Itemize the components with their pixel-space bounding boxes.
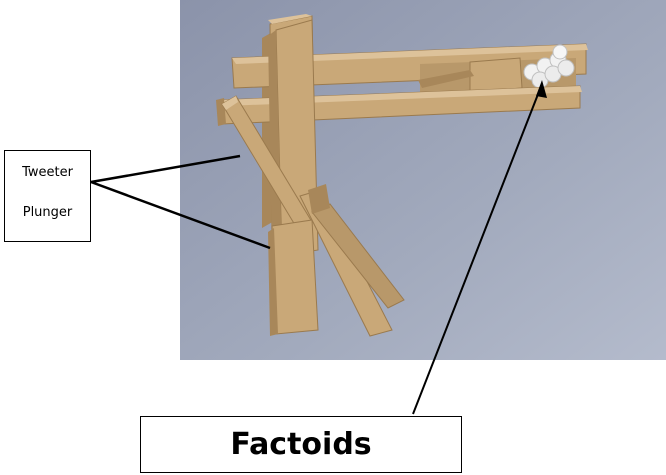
- callout-arrowhead-factoids: [536, 80, 547, 98]
- base-blocks: [268, 184, 405, 337]
- callout-line-factoids: [412, 83, 543, 415]
- factoids-label: Factoids: [230, 427, 372, 462]
- tweeter-plunger-label-box: Tweeter Plunger: [4, 150, 91, 242]
- factoid-pieces: [523, 44, 575, 89]
- callout-line-tweeter: [90, 154, 241, 184]
- callout-line-plunger: [90, 180, 271, 250]
- plunger-label: Plunger: [22, 205, 73, 220]
- tweeter-label: Tweeter: [22, 165, 73, 180]
- factoids-label-box: Factoids: [140, 416, 462, 473]
